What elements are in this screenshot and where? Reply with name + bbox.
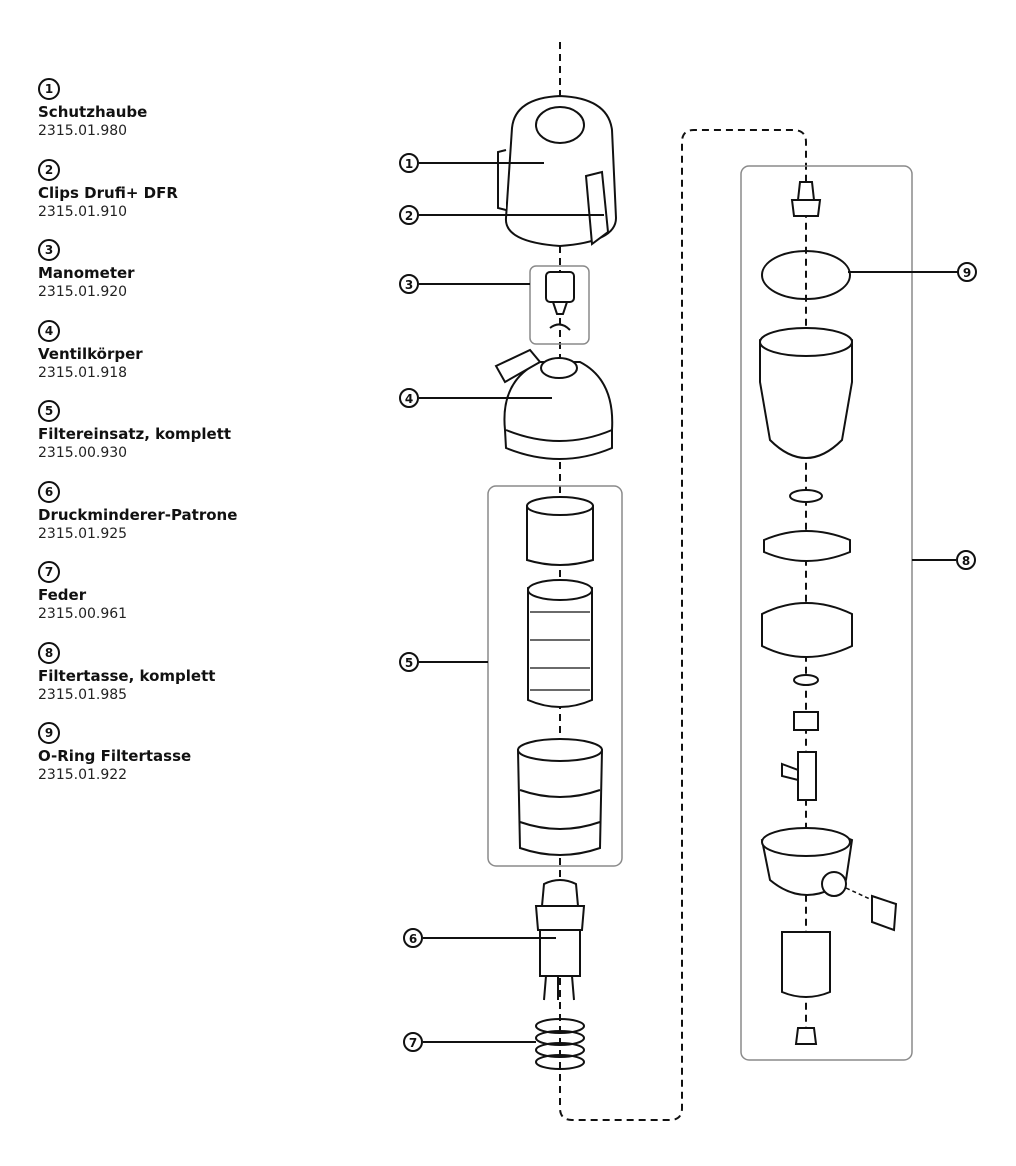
legend-name-7: Feder — [38, 586, 87, 604]
legend-item-9: 9 O-Ring Filtertasse 2315.01.922 — [38, 722, 338, 803]
callout-label-9: 9 — [963, 266, 971, 280]
legend-name-8: Filtertasse, komplett — [38, 666, 216, 685]
callout-label-7: 7 — [409, 1036, 417, 1050]
legend-number-9: 9 — [38, 722, 60, 744]
callout-label-3: 3 — [405, 278, 413, 292]
legend-name-1: Schutzhaube — [38, 103, 148, 121]
callout-label-1: 1 — [405, 157, 413, 171]
callout-label-5: 5 — [405, 656, 413, 670]
callout-label-6: 6 — [409, 932, 417, 946]
callout-circle-4 — [399, 388, 419, 408]
callout-circle-1 — [399, 153, 419, 173]
callout-label-2: 2 — [405, 209, 413, 223]
callout-circle-3 — [399, 274, 419, 294]
legend-number-1: 1 — [38, 78, 60, 100]
callout-label-8: 8 — [962, 554, 970, 568]
callout-circle-6 — [403, 928, 423, 948]
legend-code-2: 2315.01.910 — [38, 203, 128, 220]
legend-item-6: 6 Druckminderer-Patrone 2315.01.925 — [38, 480, 338, 562]
legend-name-2: Clips Drufi+ DFR — [38, 183, 178, 202]
legend-name-3: Manometer — [38, 264, 135, 282]
legend-name-9: O-Ring Filtertasse — [38, 747, 192, 765]
part-druckminderer — [534, 879, 586, 1001]
part-schutzhaube — [497, 94, 618, 248]
legend-code-4: 2315.01.918 — [38, 364, 128, 381]
legend-item-5: 5 Filtereinsatz, komplett 2315.00.930 — [38, 400, 338, 481]
part-filtertasse — [759, 181, 898, 1045]
legend-number-3: 3 — [38, 239, 60, 261]
legend-name-5: Filtereinsatz, komplett — [38, 425, 232, 443]
legend-number-5: 5 — [38, 400, 60, 422]
legend-number-6: 6 — [38, 480, 60, 503]
part-ventilkoerper — [494, 348, 614, 460]
legend-code-3: 2315.01.920 — [38, 284, 128, 300]
legend-code-7: 2315.00.961 — [38, 606, 128, 622]
legend-number-8: 8 — [38, 641, 60, 664]
part-o-ring — [761, 250, 851, 300]
callout-label-4: 4 — [405, 392, 413, 406]
legend-code-5: 2315.00.930 — [38, 445, 128, 461]
legend-code-8: 2315.01.985 — [38, 686, 128, 703]
legend-item-7: 7 Feder 2315.00.961 — [38, 561, 338, 642]
legend-number-4: 4 — [38, 319, 60, 342]
callout-circle-8 — [956, 550, 976, 570]
legend-code-9: 2315.01.922 — [38, 767, 128, 783]
group-box-8 — [740, 165, 913, 1061]
callout-circle-5 — [399, 652, 419, 672]
legend-name-6: Druckminderer-Patrone — [38, 505, 238, 524]
group-box-3 — [529, 265, 590, 345]
legend-item-8: 8 Filtertasse, komplett 2315.01.985 — [38, 641, 338, 723]
group-box-5 — [487, 485, 623, 867]
callout-circle-9 — [957, 262, 977, 282]
legend-code-6: 2315.01.925 — [38, 525, 128, 542]
legend-item-1: 1 Schutzhaube 2315.01.980 — [38, 78, 338, 159]
parts-legend: 1 Schutzhaube 2315.01.980 2 Clips Drufi+… — [38, 78, 338, 803]
legend-number-7: 7 — [38, 561, 60, 583]
legend-name-4: Ventilkörper — [38, 344, 143, 363]
assembly-axis — [559, 42, 807, 1121]
part-feder — [535, 1018, 585, 1070]
legend-item-4: 4 Ventilkörper 2315.01.918 — [38, 319, 338, 401]
callout-circle-2 — [399, 205, 419, 225]
part-filtereinsatz — [516, 496, 604, 856]
part-manometer — [545, 271, 575, 331]
callout-circle-7 — [403, 1032, 423, 1052]
legend-item-3: 3 Manometer 2315.01.920 — [38, 239, 338, 320]
legend-code-1: 2315.01.980 — [38, 123, 128, 139]
legend-item-2: 2 Clips Drufi+ DFR 2315.01.910 — [38, 158, 338, 240]
legend-number-2: 2 — [38, 158, 60, 181]
